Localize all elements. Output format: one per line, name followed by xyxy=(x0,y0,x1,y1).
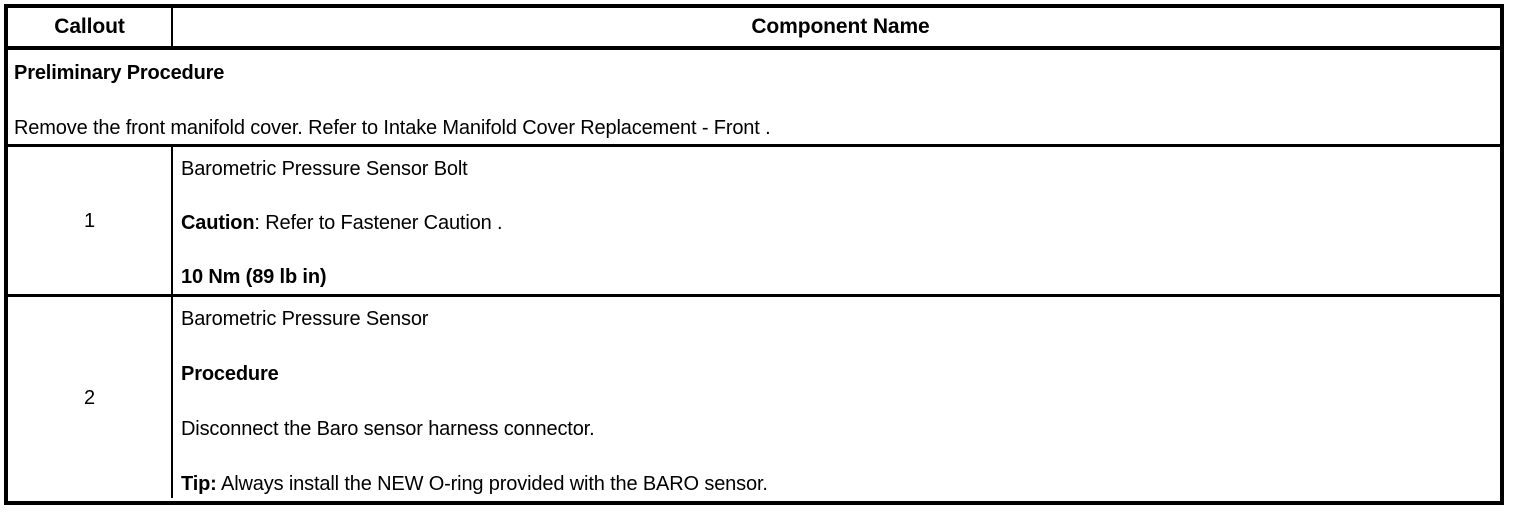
caution-line-1: Caution: Refer to Fastener Caution . xyxy=(181,211,1500,235)
component-name-1: Barometric Pressure Sensor Bolt xyxy=(181,158,468,180)
tip-text-2: Always install the NEW O-ring provided w… xyxy=(216,473,768,495)
component-stack-1: Barometric Pressure Sensor Bolt Caution:… xyxy=(181,147,1500,289)
tip-line-2: Tip: Always install the NEW O-ring provi… xyxy=(181,472,1500,496)
component-cell-2: Barometric Pressure Sensor Procedure Dis… xyxy=(173,297,1500,498)
preliminary-procedure-row: Preliminary Procedure Remove the front m… xyxy=(8,50,1500,147)
caution-text-1: : Refer to Fastener Caution . xyxy=(254,212,503,234)
procedure-step-2: Disconnect the Baro sensor harness conne… xyxy=(181,418,595,440)
preliminary-procedure-heading: Preliminary Procedure xyxy=(14,62,225,84)
callout-cell-1: 1 xyxy=(8,147,173,294)
table-header-row: Callout Component Name xyxy=(8,8,1500,50)
component-stack-2: Barometric Pressure Sensor Procedure Dis… xyxy=(181,297,1500,496)
preliminary-procedure-text: Remove the front manifold cover. Refer t… xyxy=(14,117,771,139)
component-table: Callout Component Name Preliminary Proce… xyxy=(4,4,1504,505)
procedure-heading-2: Procedure xyxy=(181,363,279,385)
column-header-component-name: Component Name xyxy=(751,15,930,38)
preliminary-procedure-stack: Preliminary Procedure Remove the front m… xyxy=(14,50,1500,140)
callout-number-1: 1 xyxy=(83,209,96,232)
column-header-callout-cell: Callout xyxy=(8,8,173,46)
preliminary-procedure-cell: Preliminary Procedure Remove the front m… xyxy=(8,50,1500,144)
tip-label-2: Tip: xyxy=(181,473,217,495)
column-header-component-cell: Component Name xyxy=(173,8,1500,46)
component-cell-1: Barometric Pressure Sensor Bolt Caution:… xyxy=(173,147,1500,294)
caution-label-1: Caution xyxy=(181,212,255,234)
component-name-2: Barometric Pressure Sensor xyxy=(181,308,429,330)
column-header-callout: Callout xyxy=(54,15,125,38)
torque-spec-1: 10 Nm (89 lb in) xyxy=(181,266,327,288)
callout-number-2: 2 xyxy=(83,386,96,409)
table-row: 1 Barometric Pressure Sensor Bolt Cautio… xyxy=(8,147,1500,297)
callout-cell-2: 2 xyxy=(8,297,173,498)
table-row: 2 Barometric Pressure Sensor Procedure D… xyxy=(8,297,1500,498)
